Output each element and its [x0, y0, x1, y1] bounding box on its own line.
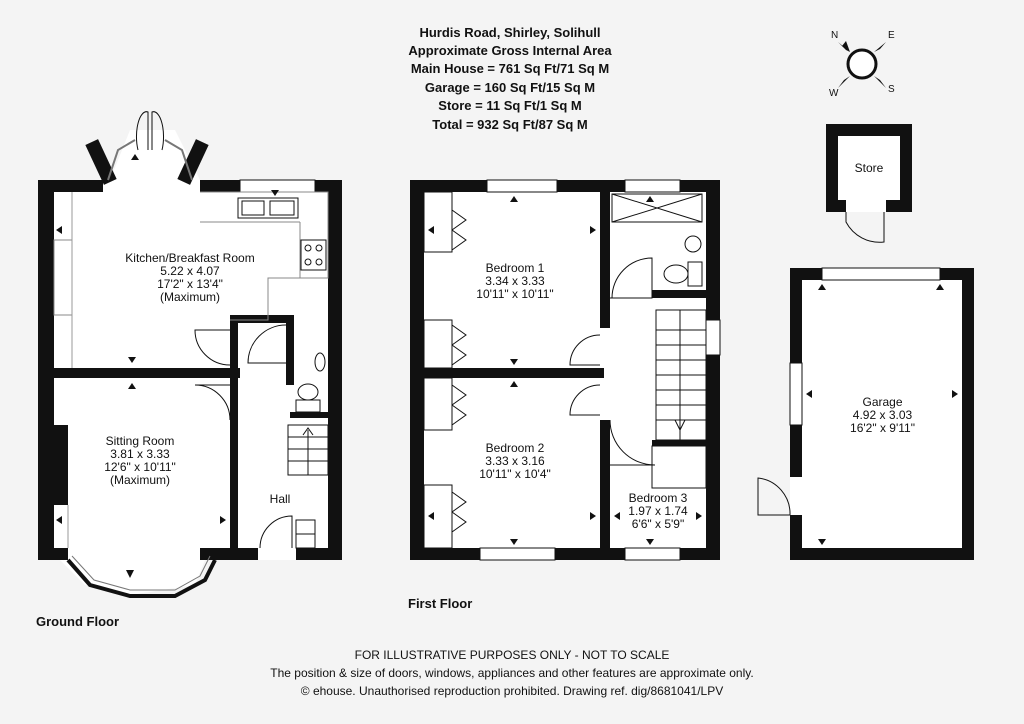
room-name: Garage	[862, 395, 903, 409]
compass-label-w: W	[829, 88, 839, 99]
room-bedroom3: Bedroom 3 1.97 x 1.74 6'6" x 5'9"	[612, 492, 704, 531]
room-metric: 3.34 x 3.33	[485, 274, 545, 288]
compass-icon	[838, 41, 886, 88]
garage-area: Garage = 160 Sq Ft/15 Sq M	[424, 80, 596, 95]
room-name: Sitting Room	[105, 434, 175, 448]
room-name: Bedroom 2	[485, 441, 545, 455]
room-imperial: 10'11" x 10'4"	[479, 467, 551, 481]
room-metric: 4.92 x 3.03	[852, 408, 913, 422]
ground-floor-label: Ground Floor	[36, 614, 120, 629]
disclaimer: FOR ILLUSTRATIVE PURPOSES ONLY - NOT TO …	[354, 648, 670, 662]
room-bedroom2: Bedroom 2 3.33 x 3.16 10'11" x 10'4"	[450, 442, 580, 481]
room-note: (Maximum)	[160, 290, 220, 304]
garage-plan	[757, 267, 974, 560]
room-garage: Garage 4.92 x 3.03 16'2" x 9'11"	[815, 396, 950, 435]
address-title: Hurdis Road, Shirley, Solihull	[419, 25, 601, 40]
room-hall: Hall	[260, 493, 300, 506]
room-imperial: 10'11" x 10'11"	[476, 287, 554, 301]
copyright: © ehouse. Unauthorised reproduction proh…	[300, 684, 724, 698]
room-imperial: 16'2" x 9'11"	[850, 421, 915, 435]
room-imperial: 6'6" x 5'9"	[631, 517, 685, 531]
compass-label-s: S	[888, 84, 895, 95]
store-area: Store = 11 Sq Ft/1 Sq M	[438, 98, 582, 113]
main-house-area: Main House = 761 Sq Ft/71 Sq M	[410, 61, 610, 76]
footer-note: The position & size of doors, windows, a…	[270, 666, 754, 680]
room-name: Bedroom 1	[485, 261, 545, 275]
room-name: Kitchen/Breakfast Room	[125, 251, 255, 265]
room-bedroom1: Bedroom 1 3.34 x 3.33 10'11" x 10'11"	[450, 262, 580, 301]
first-floor-label: First Floor	[408, 596, 473, 611]
room-imperial: 17'2" x 13'4"	[157, 277, 223, 291]
room-name: Store	[854, 161, 884, 175]
room-metric: 5.22 x 4.07	[160, 264, 220, 278]
room-metric: 3.33 x 3.16	[485, 454, 545, 468]
room-metric: 1.97 x 1.74	[628, 504, 688, 518]
room-metric: 3.81 x 3.33	[110, 447, 170, 461]
room-imperial: 12'6" x 10'11"	[104, 460, 176, 474]
room-sitting: Sitting Room 3.81 x 3.33 12'6" x 10'11" …	[70, 435, 210, 487]
area-subtitle: Approximate Gross Internal Area	[408, 43, 612, 58]
first-floor-plan	[410, 179, 721, 561]
store-plan	[826, 124, 912, 243]
room-note: (Maximum)	[110, 473, 170, 487]
room-name: Hall	[269, 492, 291, 506]
ground-floor-plan	[38, 111, 342, 598]
room-kitchen: Kitchen/Breakfast Room 5.22 x 4.07 17'2"…	[100, 252, 280, 304]
room-name: Bedroom 3	[628, 491, 688, 505]
room-store: Store	[840, 162, 898, 175]
compass-label-n: N	[831, 30, 839, 41]
compass-label-e: E	[888, 30, 895, 41]
total-area: Total = 932 Sq Ft/87 Sq M	[432, 117, 588, 132]
